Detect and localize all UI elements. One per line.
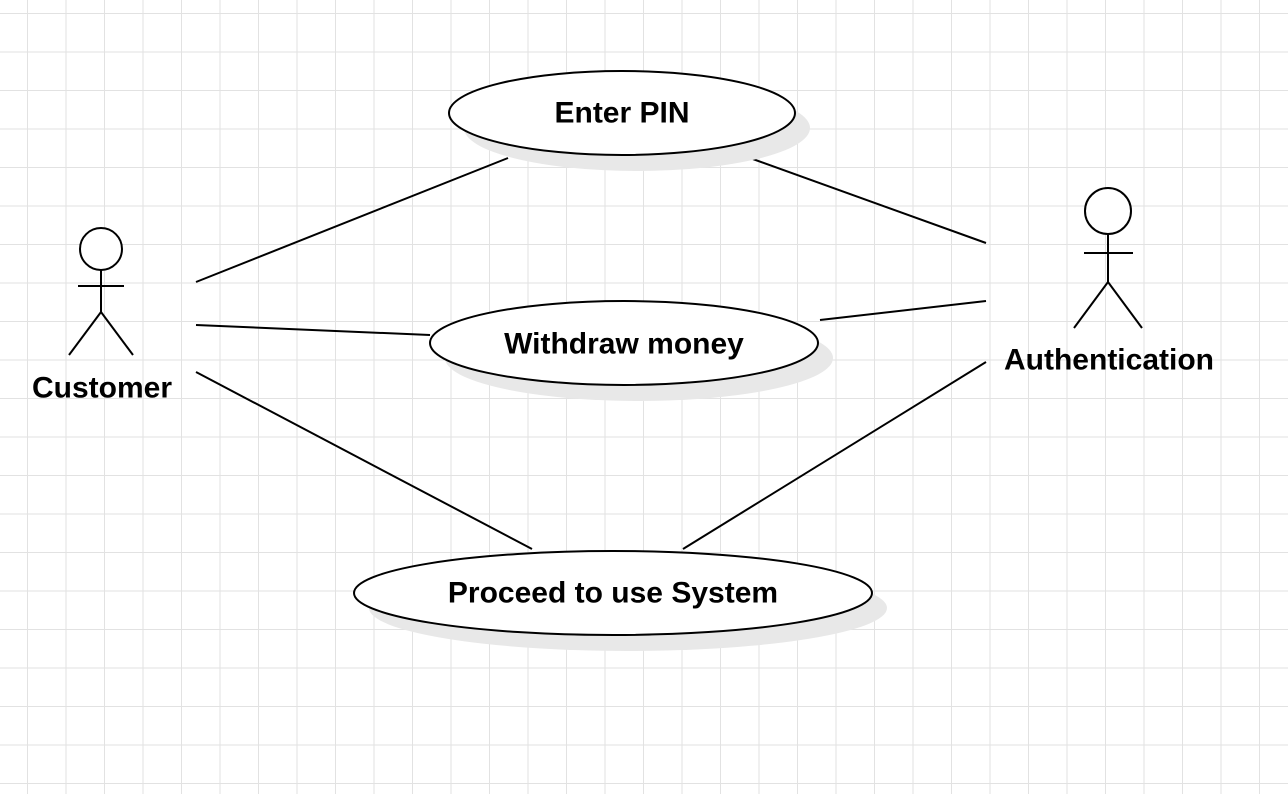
use-case-ellipse (429, 300, 819, 386)
actor-right-leg (100, 311, 134, 356)
use-case-enter-pin[interactable]: Enter PIN (448, 70, 810, 171)
actor-right-leg (1107, 281, 1143, 329)
use-case-proceed[interactable]: Proceed to use System (353, 550, 887, 651)
use-case-label: Withdraw money (504, 328, 744, 361)
actor-left-leg (1073, 281, 1109, 329)
use-case-ellipse (448, 70, 796, 156)
actor-authentication[interactable] (1073, 187, 1143, 329)
association-authentication-enter-pin[interactable] (749, 157, 987, 244)
association-customer-proceed[interactable] (195, 371, 533, 550)
use-case-ellipse (353, 550, 873, 636)
actor-label-customer: Customer (32, 372, 172, 405)
use-case-label: Enter PIN (554, 97, 689, 130)
associations (195, 157, 987, 550)
association-customer-withdraw-money[interactable] (195, 324, 431, 336)
actor-left-leg (68, 311, 102, 356)
actor-head (1084, 187, 1132, 235)
association-authentication-proceed[interactable] (682, 361, 987, 550)
actor-customer[interactable] (68, 227, 134, 356)
use-case-label: Proceed to use System (448, 577, 778, 610)
actor-head (79, 227, 123, 271)
association-customer-enter-pin[interactable] (195, 157, 509, 283)
actor-label-authentication: Authentication (1004, 344, 1214, 377)
use-case-withdraw-money[interactable]: Withdraw money (429, 300, 833, 401)
association-authentication-withdraw-money[interactable] (819, 300, 987, 321)
